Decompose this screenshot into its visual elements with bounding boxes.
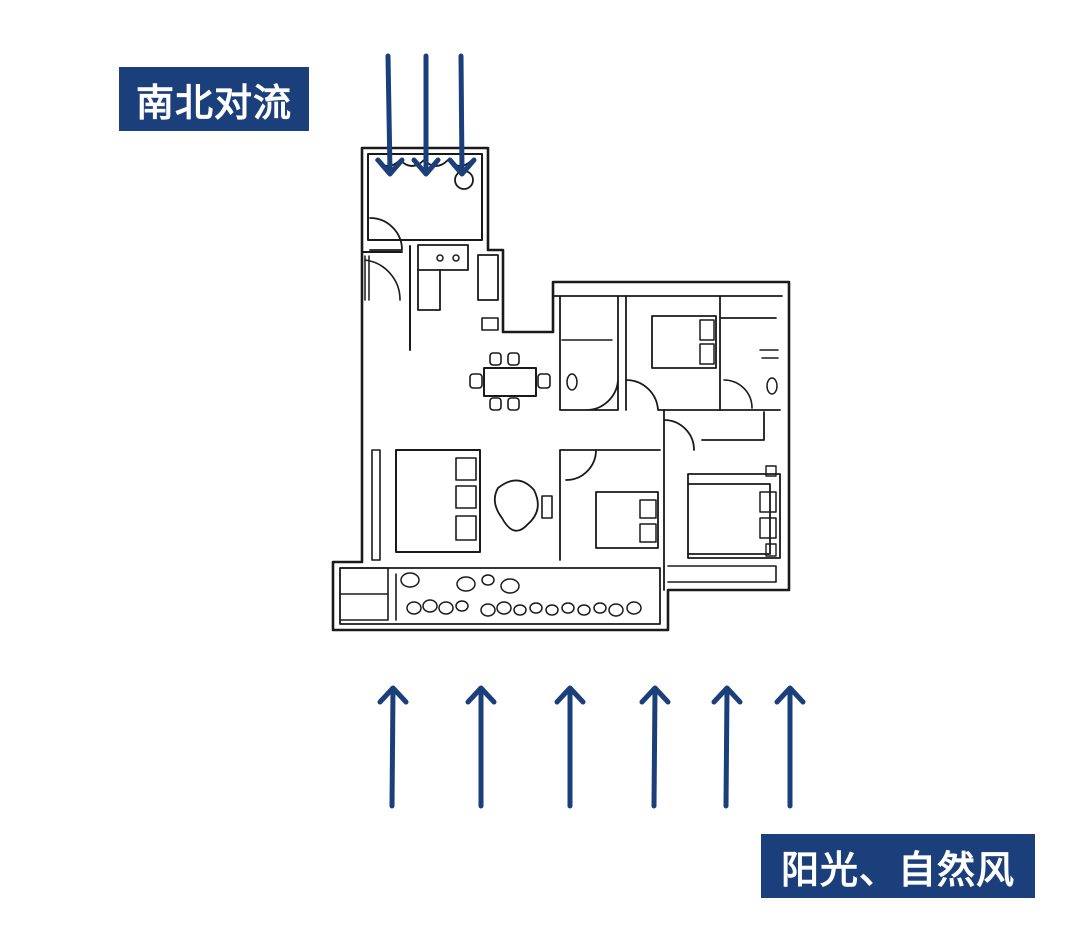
- convection-label: 南北对流: [119, 67, 309, 131]
- balcony-south: [339, 567, 661, 625]
- balcony-plants: [400, 572, 642, 617]
- arrow-up-icon: [711, 685, 743, 809]
- coffee-table: [493, 479, 539, 532]
- sunlight-wind-label: 阳光、自然风: [761, 834, 1035, 898]
- dining-table: [483, 367, 537, 397]
- arrow-down-icon: [375, 53, 405, 177]
- north-wind-arrows: [375, 53, 477, 177]
- bedroom-bed-master: [687, 483, 771, 555]
- arrow-up-icon: [554, 685, 586, 809]
- arrow-down-icon: [411, 53, 441, 177]
- entrance-door: [369, 217, 403, 251]
- bedroom-bed-small: [595, 491, 659, 549]
- kitchen: [417, 244, 469, 271]
- bedroom-bed-top: [651, 315, 717, 369]
- floor-plan: [331, 146, 791, 632]
- arrow-up-icon: [774, 685, 806, 809]
- arrow-up-icon: [639, 685, 671, 809]
- south-sunlight-arrows: [377, 685, 806, 809]
- outer-wall: [331, 146, 791, 632]
- arrow-up-icon: [465, 685, 497, 809]
- arrow-up-icon: [377, 685, 409, 809]
- arrow-down-icon: [447, 53, 477, 177]
- living-sofa: [395, 449, 481, 553]
